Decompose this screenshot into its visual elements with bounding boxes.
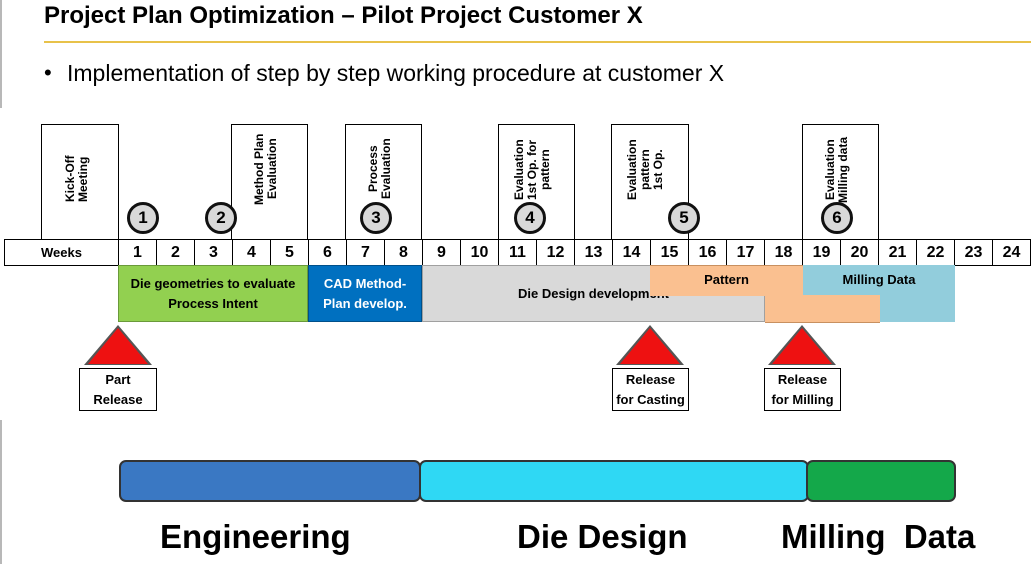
task-bar-pattern-label: Pattern <box>704 272 749 287</box>
week-cell: 20 <box>840 239 879 266</box>
task-bar-milling-data-bottom <box>880 294 955 322</box>
week-cell: 23 <box>954 239 993 266</box>
phase-label-die-design: Die Design <box>517 518 688 555</box>
slide-title: Project Plan Optimization – Pilot Projec… <box>44 2 643 29</box>
week-cell: 8 <box>384 239 423 266</box>
week-cell: 17 <box>726 239 765 266</box>
milestone-label: Evaluation pattern 1st Op. <box>625 139 665 201</box>
week-cell: 2 <box>156 239 195 266</box>
milestone-number-2: 2 <box>205 202 237 234</box>
week-cell: 13 <box>574 239 613 266</box>
task-bar-cad-method-plan: CAD Method- Plan develop. <box>308 265 422 322</box>
milestone-box-kickoff: Kick-Off Meeting <box>41 124 119 240</box>
week-cell: 1 <box>118 239 157 266</box>
week-cell: 15 <box>650 239 689 266</box>
milestone-number-3: 3 <box>360 202 392 234</box>
milestone-label: Evaluation Milling data <box>823 137 850 203</box>
phase-bar-engineering <box>119 460 421 502</box>
bullet-icon: • <box>44 60 52 85</box>
milestone-label: Method Plan Evaluation <box>252 133 279 205</box>
week-cell: 21 <box>878 239 917 266</box>
milestone-number-6: 6 <box>821 202 853 234</box>
week-cell: 14 <box>612 239 651 266</box>
weeks-row: Weeks 1 2 3 4 5 6 7 8 9 10 11 12 13 14 1… <box>4 239 1031 266</box>
casting-release-marker-icon <box>620 328 680 364</box>
phase-label-milling-data: Milling Data <box>781 518 976 555</box>
week-cell: 24 <box>992 239 1031 266</box>
week-cell: 3 <box>194 239 233 266</box>
milling-release-marker-icon <box>772 328 832 364</box>
weeks-label: Weeks <box>4 239 119 266</box>
bullet-text: Implementation of step by step working p… <box>67 60 725 86</box>
slide-edge <box>0 0 2 108</box>
task-bar-pattern-bottom <box>765 294 880 323</box>
phase-bar-milling-data <box>806 460 956 502</box>
phase-label-engineering: Engineering <box>160 518 351 555</box>
milestone-number-4: 4 <box>514 202 546 234</box>
phase-bar-die-design <box>419 460 809 502</box>
part-release-marker-icon <box>88 328 148 364</box>
week-cell: 12 <box>536 239 575 266</box>
week-cell: 19 <box>802 239 841 266</box>
milestone-box-method-plan: Method Plan Evaluation <box>231 124 308 240</box>
week-cell: 10 <box>460 239 499 266</box>
milling-release-label: Release for Milling <box>764 368 841 411</box>
week-cell: 18 <box>764 239 803 266</box>
title-underline <box>44 41 1031 43</box>
week-cell: 5 <box>270 239 309 266</box>
week-cell: 9 <box>422 239 461 266</box>
task-bar-die-geometries: Die geometries to evaluate Process Inten… <box>118 265 308 322</box>
week-cell: 22 <box>916 239 955 266</box>
week-cell: 4 <box>232 239 271 266</box>
task-bar-milling-data: Milling Data <box>803 265 955 295</box>
week-cell: 7 <box>346 239 385 266</box>
casting-release-label: Release for Casting <box>612 368 689 411</box>
milestone-label: Kick-Off Meeting <box>63 155 90 203</box>
task-bar-pattern-top <box>650 265 803 296</box>
milestone-label: Process Evaluation <box>366 138 393 200</box>
milestone-label: Evaluation 1st Op. for pattern <box>512 139 552 201</box>
week-cell: 16 <box>688 239 727 266</box>
week-cell: 11 <box>498 239 537 266</box>
slide-edge <box>0 420 2 564</box>
milestone-number-5: 5 <box>668 202 700 234</box>
milestone-number-1: 1 <box>127 202 159 234</box>
part-release-label: Part Release <box>79 368 157 411</box>
week-cell: 6 <box>308 239 347 266</box>
